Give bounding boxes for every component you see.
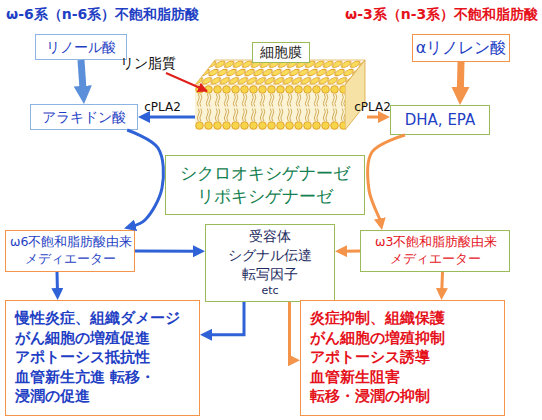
- enzyme-label: cPLA2: [354, 100, 391, 114]
- effect-box: 炎症抑制、組織保護 がん細胞の増殖抑制 アポトーシス誘導 血管新生阻害 転移・浸…: [300, 300, 505, 416]
- flow-arrow: [457, 62, 465, 92]
- fatty-acid-box: αリノレン酸: [412, 34, 510, 62]
- fatty-acid-box: アラキドン酸: [30, 104, 138, 130]
- flow-arrow: [368, 135, 405, 222]
- node-text: 受容体 シグナル伝達 転写因子: [225, 227, 315, 284]
- node-text: リノール酸: [46, 38, 116, 57]
- node-text: 慢性炎症、組織ダメージ がん細胞の増殖促進 アポトーシス抵抗性 血管新生亢進 転…: [15, 309, 182, 407]
- membrane-front-face: [195, 85, 345, 130]
- fatty-acid-box: リノール酸: [35, 34, 127, 60]
- flow-arrow: [127, 130, 163, 226]
- node-text: etc: [261, 284, 278, 299]
- header-label: ω-6系（n-6系）不飽和脂肪酸: [6, 6, 199, 24]
- flow-arrow: [440, 272, 444, 292]
- node-text: αリノレン酸: [416, 37, 507, 59]
- lipid-tails: [195, 94, 345, 121]
- lipid-heads-lower: [195, 121, 345, 130]
- effect-box: 慢性炎症、組織ダメージ がん細胞の増殖促進 アポトーシス抵抗性 血管新生亢進 転…: [5, 300, 200, 416]
- signal-box: 受容体 シグナル伝達 転写因子etc: [205, 224, 335, 302]
- enzyme-label: cPLA2: [144, 100, 181, 114]
- flow-arrow: [135, 250, 197, 253]
- membrane-top-face: [195, 60, 365, 85]
- node-text: DHA, EPA: [405, 110, 475, 130]
- node-text: ω3不飽和脂肪酸由来 メディエーター: [375, 234, 495, 268]
- flow-arrow: [56, 272, 59, 292]
- lipid-heads-upper: [195, 85, 345, 94]
- flow-arrow: [146, 116, 195, 119]
- callout-label: リン脂質: [120, 55, 176, 73]
- flow-arrow: [81, 60, 83, 91]
- mediator-box: ω6不飽和脂肪酸由来 メディエーター: [5, 230, 135, 272]
- node-text: アラキドン酸: [42, 108, 126, 127]
- fatty-acid-box: DHA, EPA: [390, 105, 490, 135]
- flow-arrow: [343, 250, 360, 253]
- membrane-node: 細胞膜: [195, 40, 367, 140]
- header-label: ω-3系（n-3系）不飽和脂肪酸: [345, 6, 538, 24]
- flow-arrow: [367, 116, 382, 119]
- node-text: シクロオキシゲナーゼ リポキシゲナーゼ: [177, 162, 354, 208]
- flow-arrow: [290, 302, 292, 360]
- node-text: 細胞膜: [252, 42, 310, 63]
- leader-arrow: [166, 73, 207, 91]
- flow-arrow: [208, 302, 244, 335]
- mediator-box: ω3不飽和脂肪酸由来 メディエーター: [360, 230, 510, 272]
- membrane-side-face: [345, 60, 365, 130]
- node-text: ω6不飽和脂肪酸由来 メディエーター: [10, 234, 130, 268]
- node-text: 炎症抑制、組織保護 がん細胞の増殖抑制 アポトーシス誘導 血管新生阻害 転移・浸…: [310, 309, 449, 407]
- enzyme-box: シクロオキシゲナーゼ リポキシゲナーゼ: [165, 155, 365, 215]
